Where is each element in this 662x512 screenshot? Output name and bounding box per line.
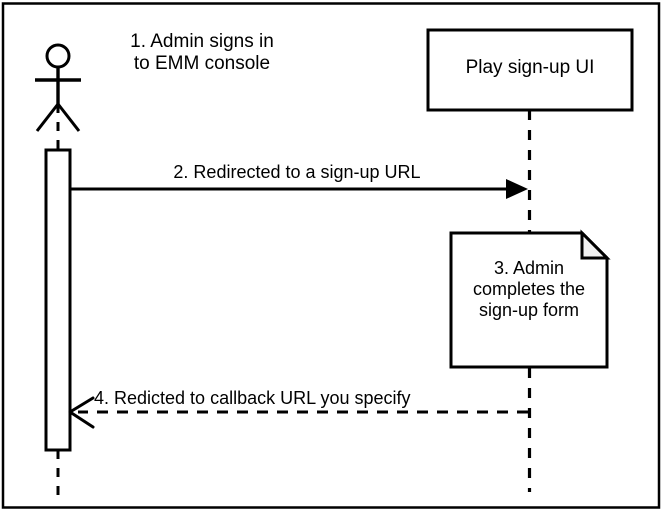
actor-head-icon xyxy=(45,43,71,69)
note-label-3-line1: 3. Admin xyxy=(493,258,565,278)
actor-leg-left-icon xyxy=(35,103,60,132)
message-arrow-2[interactable] xyxy=(70,179,528,199)
activation-bar-admin xyxy=(44,148,72,452)
actor-admin[interactable] xyxy=(35,43,81,132)
annotation-step-1: 1. Admin signs in to EMM console xyxy=(96,31,308,76)
message-4-arrowhead-open xyxy=(68,396,95,429)
note-label-3-line3: sign-up form xyxy=(478,300,580,321)
participant-label-play-ui: Play sign-up UI xyxy=(465,57,595,78)
note-label-3-line2: completes the xyxy=(472,279,586,300)
note-label-3: 3. Admin completes the sign-up form xyxy=(452,258,606,322)
message-2-arrowhead-filled xyxy=(506,179,528,199)
message-arrow-4[interactable] xyxy=(68,396,528,429)
message-label-4: 4. Redicted to callback URL you specify xyxy=(94,388,411,408)
annotation-step-1-line2: to EMM console xyxy=(133,53,271,75)
actor-leg-right-icon xyxy=(56,103,81,132)
note-3-fold-corner-icon xyxy=(580,229,611,260)
annotation-step-1-line1: 1. Admin signs in xyxy=(130,31,274,52)
note-3[interactable] xyxy=(449,229,611,369)
message-label-2: 2. Redirected to a sign-up URL xyxy=(173,162,421,182)
note-3-body xyxy=(449,231,609,369)
